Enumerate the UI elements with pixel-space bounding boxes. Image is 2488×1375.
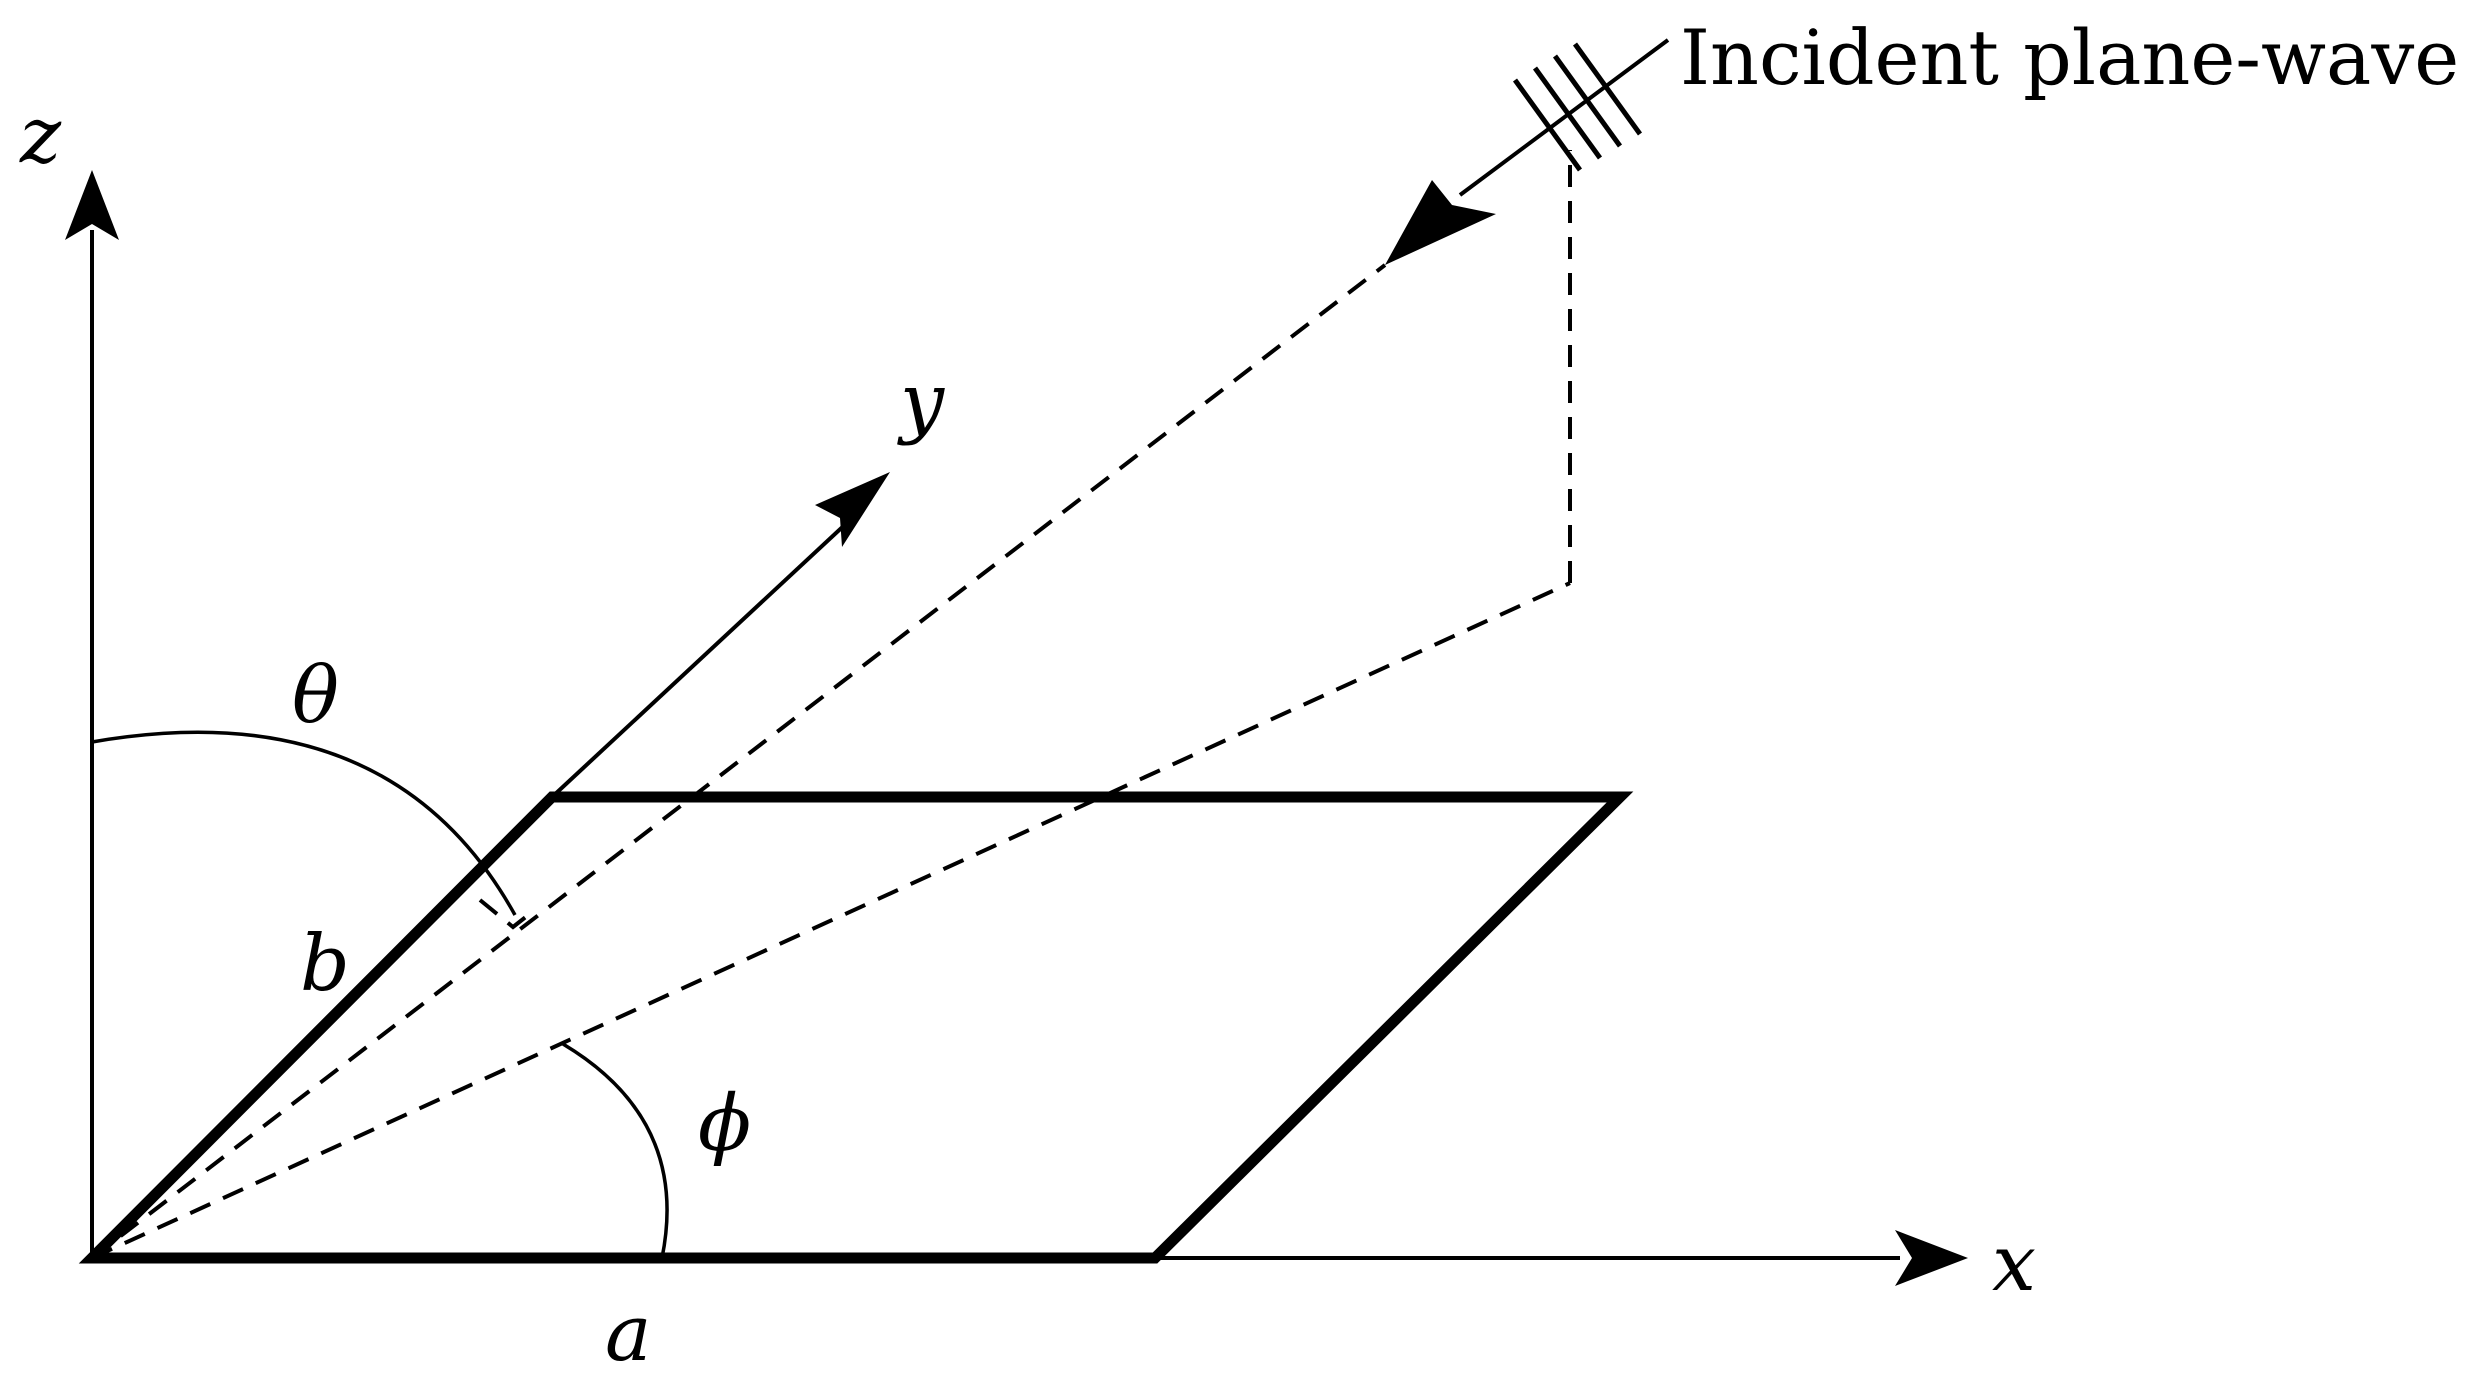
incident-wave-arrowhead [1385, 180, 1496, 265]
x-axis-arrowhead [1895, 1230, 1968, 1286]
x-axis-label: x [1992, 1219, 2036, 1309]
incident-wave-ray [1458, 38, 1670, 197]
z-axis-label: z [19, 91, 62, 181]
plate-outline [78, 791, 1634, 1264]
y-axis [550, 472, 890, 799]
y-axis-label: y [897, 357, 945, 447]
ground-projection-line [91, 581, 1571, 1260]
z-axis [65, 170, 119, 1258]
wavefront-ticks [1512, 42, 1643, 172]
theta-foot-marker [478, 898, 529, 930]
theta-label: θ [292, 651, 339, 741]
side-a-label: a [605, 1289, 652, 1375]
theta-arc [91, 730, 517, 916]
incidence-direction-line [90, 263, 1387, 1260]
incident-wave [1385, 38, 1670, 265]
side-b-label: b [300, 919, 350, 1009]
incidence-construction-lines [90, 150, 1572, 1260]
phi-arc [562, 1042, 669, 1259]
phi-label: ϕ [698, 1079, 751, 1169]
z-axis-arrowhead [65, 170, 119, 240]
incident-wave-label: Incident plane-wave [1680, 13, 2459, 102]
y-axis-arrowhead [815, 472, 890, 547]
